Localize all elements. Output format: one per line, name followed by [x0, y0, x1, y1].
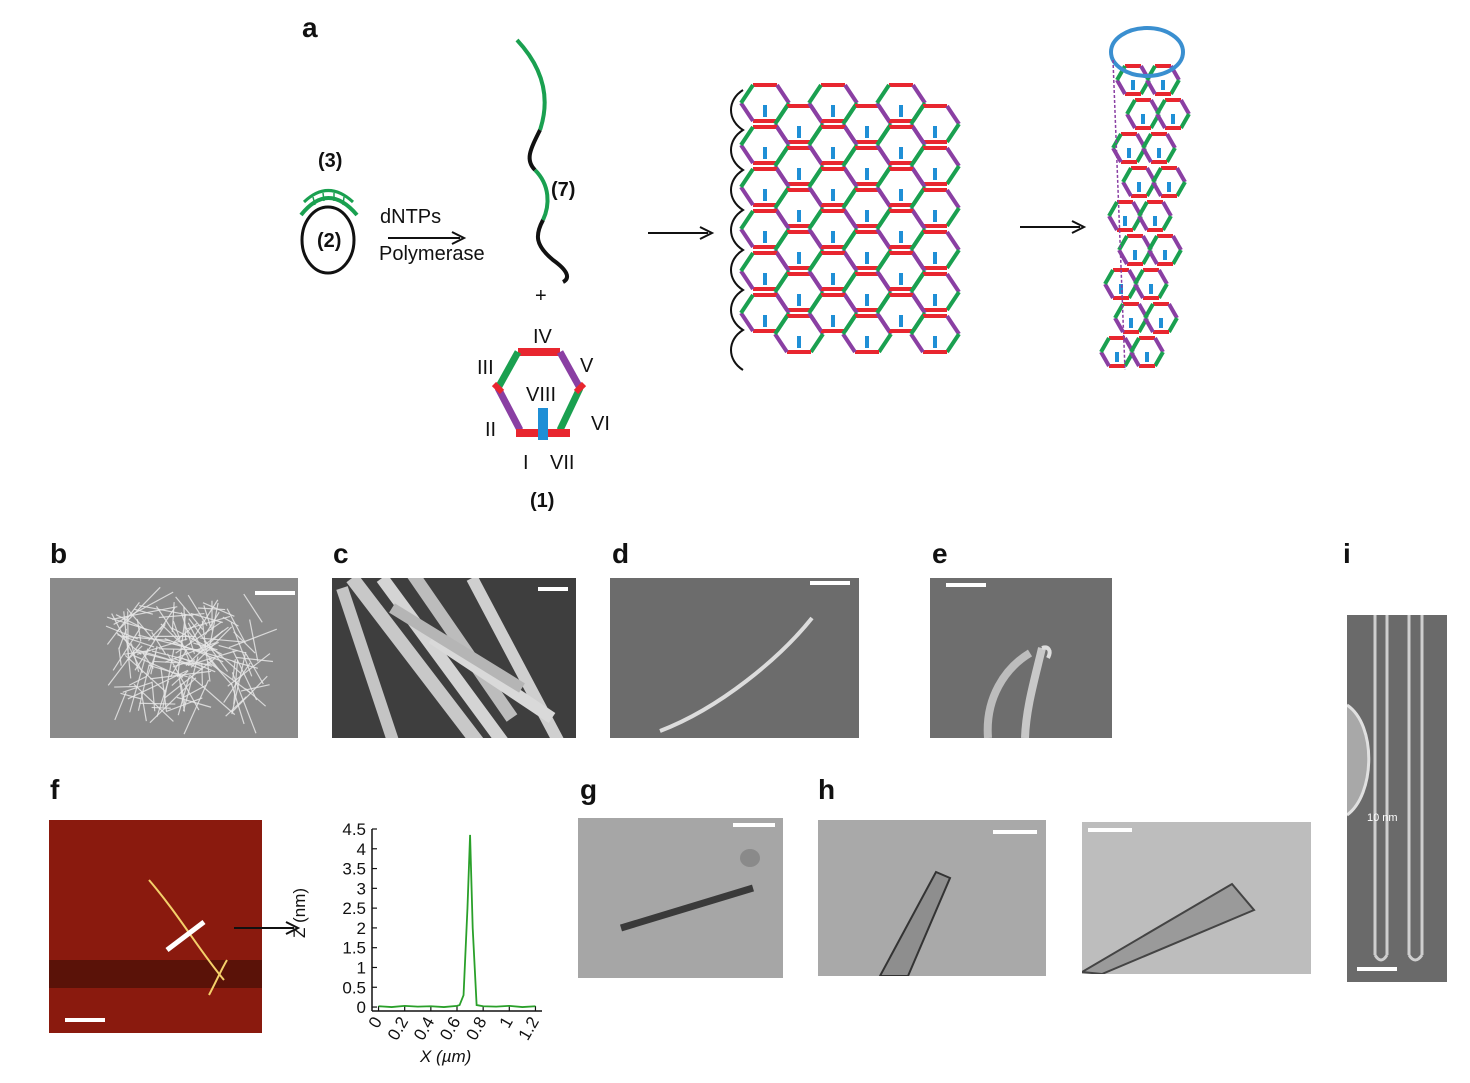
y-tick-label: 0 — [357, 998, 366, 1017]
tube-hexagon — [1121, 166, 1157, 198]
tube-hexagon — [1143, 302, 1179, 334]
tem-image-i: 10 nm — [1347, 615, 1447, 982]
plus-sign: + — [535, 285, 547, 307]
y-tick-label: 0.5 — [342, 978, 366, 997]
tube-hexagon — [1103, 268, 1139, 300]
profile-arrow — [234, 921, 301, 935]
edge-label-iv: IV — [533, 326, 552, 348]
tube-hexagon — [1117, 234, 1153, 266]
y-tick-label: 4 — [357, 840, 366, 859]
tube-hexagon — [1151, 166, 1187, 198]
afm-image-f — [49, 820, 262, 1033]
x-tick-label: 0.2 — [384, 1014, 412, 1044]
tem-image-g — [578, 818, 783, 978]
x-tick-label: 0 — [365, 1014, 386, 1032]
scale-bar — [538, 587, 568, 591]
lattice-hexagon — [909, 314, 961, 354]
label-1: (1) — [530, 490, 555, 512]
tube-hexagon — [1147, 234, 1183, 266]
scale-bar — [733, 823, 775, 827]
edge-label-iii: III — [477, 357, 494, 379]
scale-bar — [1357, 967, 1397, 971]
scale-label-10nm: 10 nm — [1367, 812, 1398, 824]
panel-label-b: b — [50, 538, 68, 569]
tem-image-h-left — [818, 820, 1046, 976]
scale-bar — [993, 830, 1037, 834]
edge-label-v: V — [580, 355, 594, 377]
edge-label-vi: VI — [591, 413, 610, 435]
sem-image-c — [332, 578, 576, 738]
tube-hexagon — [1155, 98, 1191, 130]
ssdna-edge — [730, 89, 745, 371]
y-tick-label: 2 — [357, 919, 366, 938]
y-tick-label: 4.5 — [342, 820, 366, 839]
lattice-hexagon — [909, 272, 961, 312]
scale-bar — [810, 581, 850, 585]
x-tick-label: 1.2 — [515, 1014, 543, 1044]
sem-image-d — [610, 578, 859, 738]
panel-label-h: h — [818, 774, 836, 805]
edge-label-viii: VIII — [526, 384, 557, 406]
x-tick-label: 0.4 — [410, 1014, 438, 1044]
panel-label-a: a — [302, 12, 318, 43]
edge-label-vii: VII — [550, 452, 575, 474]
tube-hexagon — [1125, 98, 1161, 130]
edge-label-i: I — [523, 452, 529, 474]
lattice-hexagon — [875, 125, 927, 165]
circular-template-diagram — [299, 189, 359, 275]
sem-image-e — [930, 578, 1112, 738]
y-tick-label: 2.5 — [342, 899, 366, 918]
tube-hexagon — [1107, 200, 1143, 232]
tube-hexagon — [1137, 200, 1173, 232]
panel-label-d: d — [612, 538, 630, 569]
nanotube-diagram — [1099, 26, 1191, 371]
y-tick-label: 1.5 — [342, 939, 366, 958]
chart-ylabel: Z (nm) — [290, 887, 309, 938]
reagent-polymerase: Polymerase — [379, 243, 485, 265]
chart-xlabel: X (µm) — [420, 1047, 472, 1066]
panel-label-e: e — [932, 538, 948, 569]
lattice-hexagon — [841, 314, 893, 354]
panel-label-f: f — [50, 774, 60, 805]
label-2: (2) — [317, 230, 342, 252]
tube-hexagon — [1113, 302, 1149, 334]
tube-edge — [1112, 59, 1126, 371]
x-tick-label: 0.6 — [436, 1014, 464, 1044]
assembly-arrow-1 — [648, 226, 715, 240]
tube-end-ring — [1109, 26, 1185, 78]
x-tick-label: 0.8 — [462, 1014, 490, 1044]
hexagon-tile-diagram — [491, 348, 587, 440]
tube-hexagon — [1133, 268, 1169, 300]
sem-image-b — [50, 578, 298, 738]
panel-label-c: c — [333, 538, 349, 569]
panel-label-g: g — [580, 774, 598, 805]
x-tick-label: 1 — [496, 1014, 517, 1032]
scale-bar — [946, 583, 986, 587]
y-tick-label: 3.5 — [342, 860, 366, 879]
edge-label-ii: II — [485, 419, 497, 441]
ssdna-strand — [515, 38, 570, 284]
tube-hexagon — [1141, 132, 1177, 164]
tube-hexagon — [1099, 336, 1135, 368]
label-7: (7) — [551, 179, 576, 201]
assembly-arrow-2 — [1020, 220, 1087, 234]
label-3: (3) — [318, 150, 343, 172]
reaction-arrow — [388, 231, 467, 245]
scale-bar — [65, 1018, 105, 1022]
scale-bar — [255, 591, 295, 595]
tube-hexagon — [1111, 132, 1147, 164]
hexagon-lattice-sheet — [730, 83, 961, 371]
y-tick-label: 3 — [357, 879, 366, 898]
tube-hexagon — [1129, 336, 1165, 368]
panel-label-i: i — [1343, 538, 1351, 569]
scale-bar — [1088, 828, 1132, 832]
profile-line — [378, 834, 536, 1008]
y-tick-label: 1 — [357, 958, 366, 977]
tem-image-h-right — [1082, 822, 1311, 974]
reagent-dntps: dNTPs — [380, 206, 442, 228]
